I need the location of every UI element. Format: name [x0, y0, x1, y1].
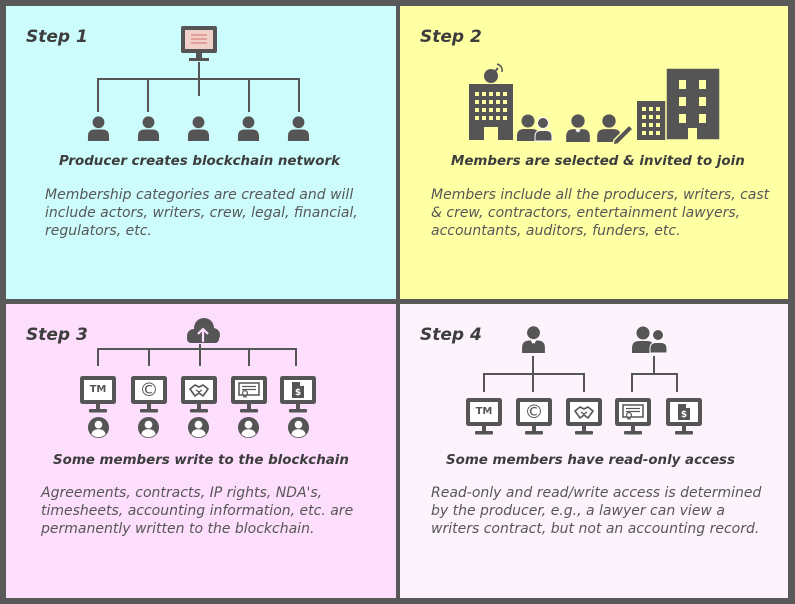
cloud-upload-icon — [187, 318, 220, 343]
description-line: include actors, writers, crew, legal, fi… — [45, 205, 358, 221]
monitor-icon — [181, 26, 217, 61]
step-2-illustration — [400, 6, 788, 299]
svg-text:TM: TM — [90, 384, 107, 395]
access-connectors — [483, 356, 678, 392]
svg-text:$: $ — [681, 410, 687, 420]
panel-heading: Some members write to the blockchain — [53, 453, 349, 468]
description-line: timesheets, accounting information, etc.… — [41, 503, 354, 519]
step-1-network-diagram — [6, 6, 396, 299]
copyright-monitor-icon: © — [131, 376, 167, 413]
trademark-monitor-icon: TM — [466, 398, 502, 435]
description-line: accountants, auditors, funders, etc. — [431, 223, 681, 239]
description-line: by the producer, e.g., a lawyer can view… — [431, 503, 725, 519]
svg-text:©: © — [140, 379, 159, 401]
step-4-panel: TM © $ Step 4 Some members have read-onl… — [400, 304, 788, 598]
user-circle-icon — [237, 416, 260, 439]
user-circle-icon — [187, 416, 210, 439]
user-circle-icon — [137, 416, 160, 439]
office-buildings-icon — [637, 67, 721, 141]
step-3-panel: TM © $ Step 3 Some members write to the … — [6, 304, 396, 598]
panel-description: Membership categories are created and wi… — [45, 186, 358, 240]
step-label: Step 4 — [420, 325, 482, 345]
network-connectors — [97, 344, 297, 366]
step-1-panel: Step 1 Producer creates blockchain netwo… — [6, 6, 396, 299]
step-label: Step 1 — [26, 27, 88, 47]
description-line: & crew, contractors, entertainment lawye… — [431, 205, 741, 221]
network-connectors — [97, 62, 300, 112]
description-line: Membership categories are created and wi… — [45, 187, 354, 203]
panel-heading: Some members have read-only access — [446, 453, 735, 468]
panel-background — [400, 6, 788, 299]
copyright-monitor-icon: © — [516, 398, 552, 435]
trademark-monitor-icon: TM — [80, 376, 116, 413]
user-circle-icon — [87, 416, 110, 439]
description-line: writers contract, but not an accounting … — [431, 521, 760, 537]
description-line: Members include all the producers, write… — [431, 187, 770, 203]
step-4-access-diagram: TM © $ — [400, 304, 788, 598]
svg-text:©: © — [525, 401, 544, 423]
panel-heading: Producer creates blockchain network — [59, 154, 340, 169]
description-line: Agreements, contracts, IP rights, NDA's, — [41, 485, 323, 501]
writer-icon — [597, 114, 635, 146]
step-label: Step 2 — [420, 27, 482, 47]
step-label: Step 3 — [26, 325, 88, 345]
user-circle-icon — [287, 416, 310, 439]
panel-heading: Members are selected & invited to join — [451, 154, 745, 169]
panel-description: Agreements, contracts, IP rights, NDA's,… — [41, 484, 353, 538]
description-line: Read-only and read/write access is deter… — [431, 485, 762, 501]
svg-text:$: $ — [295, 388, 301, 398]
panel-background — [400, 304, 788, 598]
svg-text:TM: TM — [476, 406, 493, 417]
building-satellite-icon — [469, 63, 513, 140]
description-line: permanently written to the blockchain. — [41, 521, 315, 537]
panel-description: Members include all the producers, write… — [431, 186, 769, 240]
invoice-monitor-icon: $ — [280, 376, 316, 413]
invoice-monitor-icon: $ — [666, 398, 702, 435]
panel-description: Read-only and read/write access is deter… — [431, 484, 761, 538]
description-line: regulators, etc. — [45, 223, 152, 239]
step-2-panel: Step 2 Members are selected & invited to… — [400, 6, 788, 299]
step-3-write-diagram: TM © $ — [6, 304, 396, 598]
